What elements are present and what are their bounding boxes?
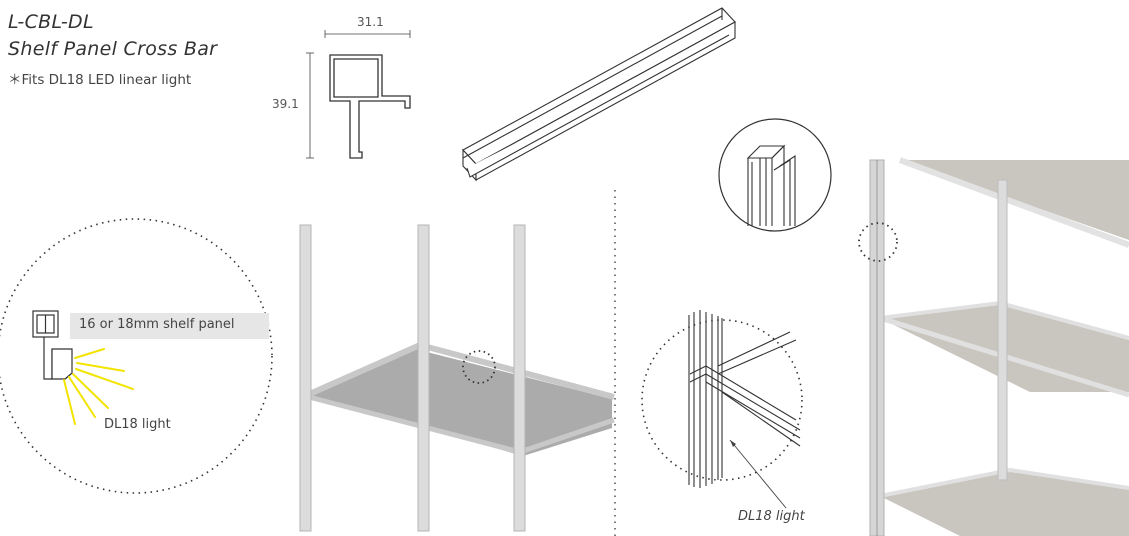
shelf-frame-gray-panel	[299, 224, 615, 532]
compatibility-note: ＊Fits DL18 LED linear light	[8, 72, 192, 88]
right-detail-circle	[641, 310, 803, 509]
cross-bar-profile	[32, 310, 73, 380]
height-dimension-label: 39.1	[272, 97, 299, 111]
right-light-label: DL18 light	[738, 509, 805, 524]
width-dimension-label: 31.1	[357, 15, 384, 29]
wood-shelf-illustration	[858, 157, 1129, 536]
left-detail-circle	[0, 218, 273, 494]
left-light-label: DL18 light	[104, 417, 171, 432]
product-code: L-CBL-DL	[8, 11, 94, 33]
width-dimension	[324, 30, 411, 38]
profile-cross-section	[329, 54, 411, 159]
top-detail-circle	[718, 118, 832, 232]
light-rays	[63, 348, 134, 425]
shelf-panel-label: 16 or 18mm shelf panel	[79, 317, 235, 332]
shelf-panel-band	[70, 313, 269, 339]
height-dimension	[306, 52, 314, 159]
isometric-bar	[462, 7, 736, 182]
product-name: Shelf Panel Cross Bar	[8, 38, 218, 60]
